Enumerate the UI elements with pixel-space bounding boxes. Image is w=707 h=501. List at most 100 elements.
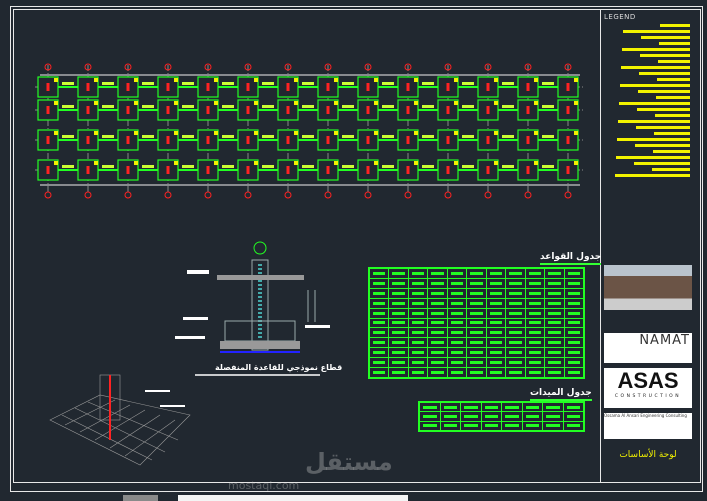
beam-label [382, 135, 394, 138]
legend-note-line [619, 102, 690, 105]
table-cell [501, 401, 523, 413]
table-cell [388, 347, 409, 359]
column [326, 83, 330, 91]
table-cell [368, 277, 390, 289]
table-cell [544, 357, 565, 369]
table-cell [388, 327, 409, 339]
table-cell [563, 307, 585, 319]
beam-label [102, 165, 114, 168]
table-cell [466, 317, 487, 329]
legend-note-line [615, 174, 690, 177]
column [86, 106, 90, 114]
table-cell [407, 347, 429, 359]
legend-note-line [636, 126, 690, 129]
beam-label [342, 105, 354, 108]
table-cell [505, 347, 526, 359]
isometric-footing-rebar[interactable] [40, 370, 220, 470]
column [286, 166, 290, 174]
footing-label [294, 78, 298, 82]
column [526, 136, 530, 144]
project-photo [604, 265, 692, 310]
table-cell [544, 307, 565, 319]
detail-title: قطاع نموذجي للقاعدة المنفصلة [215, 363, 343, 372]
table-cell [542, 401, 564, 413]
table-cell [562, 401, 584, 413]
beam-label [462, 105, 474, 108]
table-cell [446, 327, 468, 339]
foundation-plan[interactable] [20, 45, 595, 205]
footing-label [214, 161, 218, 165]
footing-label [374, 78, 378, 82]
beam-label [422, 135, 434, 138]
footing-label [94, 131, 98, 135]
table-cell [544, 277, 565, 289]
footing-label [54, 161, 58, 165]
table-cell [524, 297, 546, 309]
footing-section-detail[interactable] [170, 240, 350, 380]
table-cell [407, 317, 429, 329]
column [406, 136, 410, 144]
axis-bubble [324, 191, 332, 199]
beam-label [222, 135, 234, 138]
table-cell [524, 327, 546, 339]
legend-note-line [639, 72, 690, 75]
table-cell [521, 411, 543, 422]
legend-title: LEGEND [604, 13, 636, 21]
footing-label [254, 78, 258, 82]
command-line[interactable] [178, 495, 408, 501]
footing-label [334, 161, 338, 165]
footing-label [214, 131, 218, 135]
footing-label [574, 131, 578, 135]
column [206, 136, 210, 144]
layout-tab[interactable] [123, 495, 158, 501]
table-cell [485, 268, 507, 279]
table-cell [563, 317, 585, 329]
table-cell [485, 327, 507, 339]
axis-bubble [124, 63, 132, 71]
beam-schedule-table[interactable] [418, 401, 585, 432]
axis-bubble [164, 63, 172, 71]
table-cell [388, 317, 409, 329]
table-cell [544, 337, 565, 349]
table-cell [427, 317, 448, 329]
table-cell [446, 337, 468, 349]
axis-bubble [404, 191, 412, 199]
beam-label [62, 135, 74, 138]
column [446, 136, 450, 144]
beam-label [502, 105, 514, 108]
table-cell [388, 337, 409, 349]
table-cell [563, 327, 585, 339]
axis-bubble [364, 191, 372, 199]
ground-slab [217, 275, 304, 280]
table-cell [480, 420, 502, 432]
table-cell [466, 327, 487, 339]
column [366, 166, 370, 174]
table-cell [505, 357, 526, 369]
column [166, 166, 170, 174]
table-cell [466, 367, 487, 378]
table-cell [544, 347, 565, 359]
table-cell [388, 357, 409, 369]
table-cell [446, 287, 468, 299]
asas-logo: ASAS CONSTRUCTION [604, 368, 692, 408]
footing-schedule-table[interactable] [368, 267, 585, 379]
column [566, 106, 570, 114]
footing-label [454, 78, 458, 82]
column [366, 136, 370, 144]
legend-note-line [657, 78, 690, 81]
beam-label [62, 82, 74, 85]
footing-label [134, 101, 138, 105]
beam-label [422, 105, 434, 108]
legend-note-line [653, 150, 690, 153]
beam-label [462, 82, 474, 85]
legend-note-line [658, 60, 690, 63]
table-cell [563, 337, 585, 349]
table-cell [427, 277, 448, 289]
footing-label [174, 78, 178, 82]
table-cell [466, 347, 487, 359]
table-cell [505, 297, 526, 309]
table-cell [524, 347, 546, 359]
table-cell [388, 297, 409, 309]
table-cell [407, 327, 429, 339]
footing-label [334, 78, 338, 82]
